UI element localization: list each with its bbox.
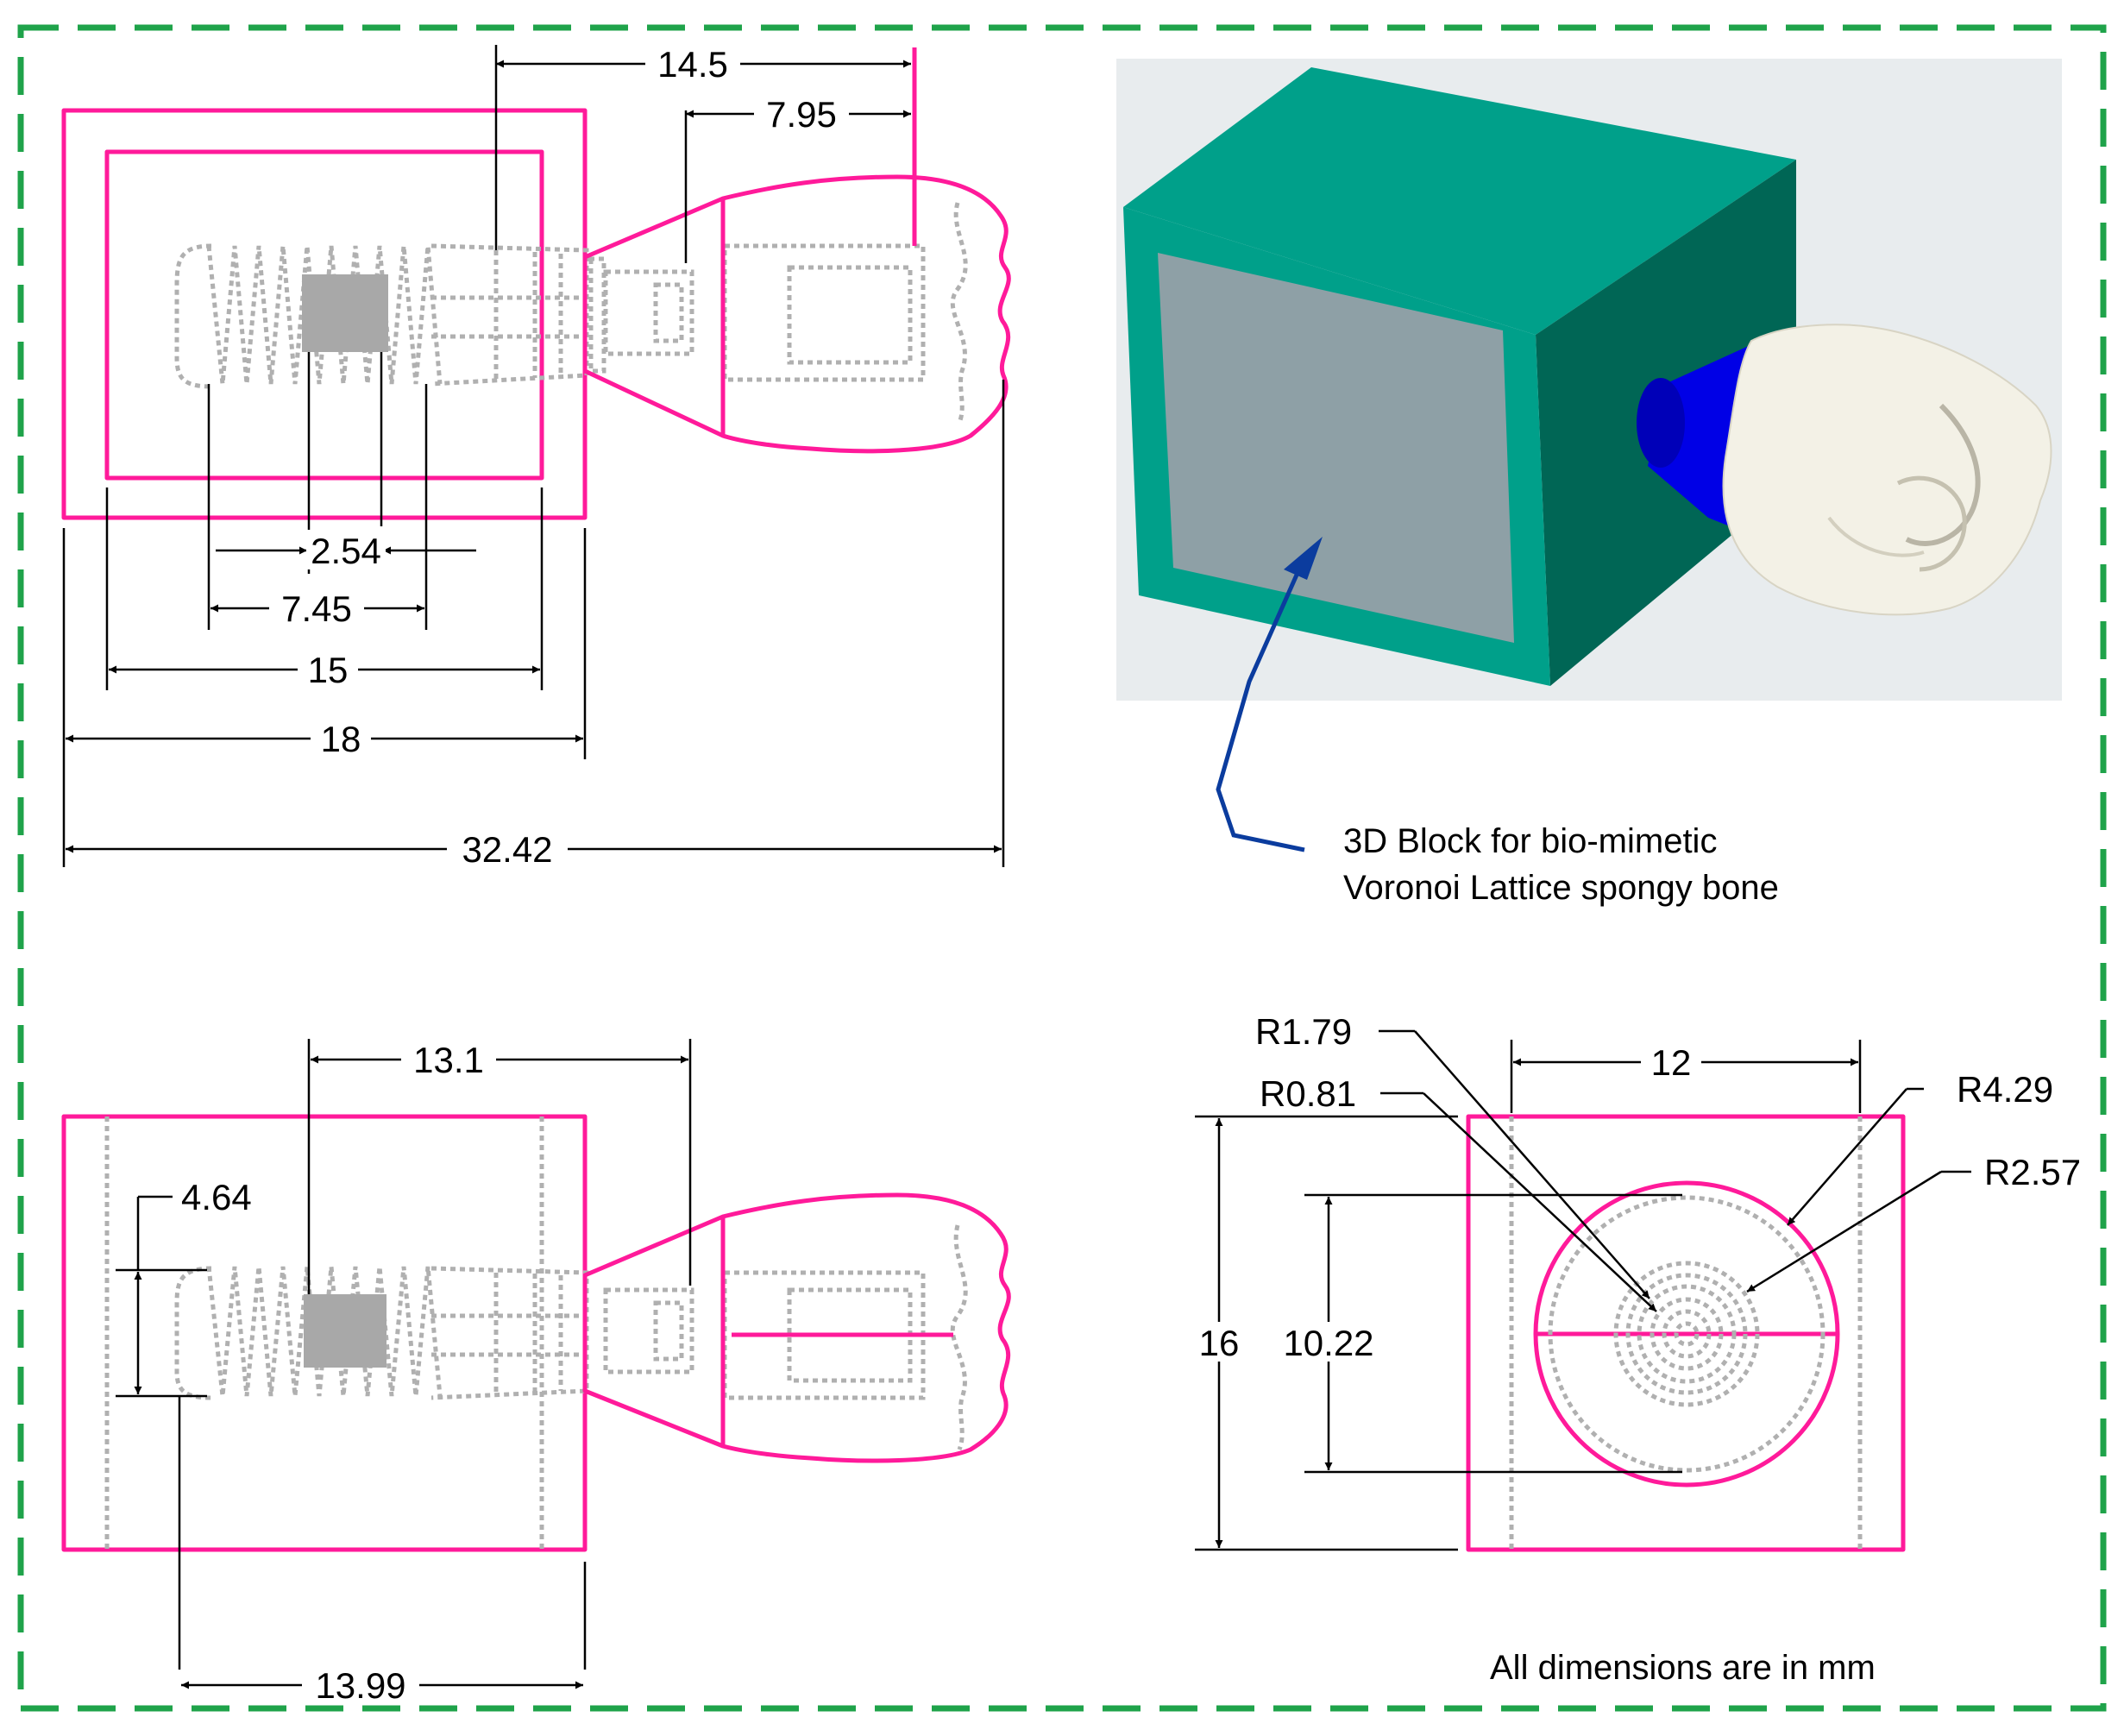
- block-cavity: [1158, 253, 1514, 643]
- dim-r4-29: R4.29: [1957, 1069, 2053, 1110]
- callout-text-line-2: Voronoi Lattice spongy bone: [1343, 869, 1779, 907]
- dim-r1-79: R1.79: [1255, 1011, 1352, 1052]
- sheet-border: [17, 24, 2107, 1712]
- crown-3d: [1722, 324, 2052, 616]
- footer-note: All dimensions are in mm: [1490, 1649, 1876, 1687]
- implant-hidden: [174, 202, 968, 424]
- dim-r0-81: R0.81: [1260, 1073, 1356, 1114]
- dim-2-54: 2.54: [311, 531, 381, 571]
- crown-outline: [582, 174, 1011, 454]
- dim-13-99: 13.99: [315, 1665, 405, 1706]
- dim-14-5: 14.5: [657, 44, 728, 85]
- front-dimensions: 13.1 4.64 13.99: [116, 1039, 692, 1706]
- top-dimensions: 14.5 7.95 2.54 7.45 15 18: [62, 43, 1005, 870]
- top-view: 14.5 7.95 2.54 7.45 15 18: [61, 43, 1011, 870]
- inner-block: [104, 149, 544, 481]
- callout-arrow-line: [1216, 563, 1305, 852]
- dim-7-95: 7.95: [766, 94, 837, 135]
- side-dimensions: 12 16 10.22 R1.79 R0.81 R4.29 R2.57: [1193, 1011, 2081, 1551]
- dim-13-1: 13.1: [413, 1040, 484, 1080]
- front-view: 13.1 4.64 13.99: [61, 1039, 1011, 1706]
- dim-10-22: 10.22: [1283, 1323, 1373, 1363]
- callout-text-line-1: 3D Block for bio-mimetic: [1343, 822, 1717, 860]
- front-crown-outline: [582, 1192, 1011, 1463]
- render-3d: 3D Block for bio-mimetic Voronoi Lattice…: [1116, 59, 2062, 907]
- dim-7-45: 7.45: [281, 588, 352, 629]
- dim-r2-57: R2.57: [1984, 1152, 2081, 1192]
- dim-18: 18: [321, 719, 361, 759]
- dim-32-42: 32.42: [462, 829, 552, 870]
- front-implant-hidden: [174, 1224, 968, 1450]
- dim-12: 12: [1651, 1042, 1692, 1083]
- callout-arrow-head: [1284, 537, 1323, 580]
- dim-4-64: 4.64: [181, 1177, 252, 1217]
- dim-16: 16: [1199, 1323, 1240, 1363]
- side-block: [1466, 1114, 1906, 1552]
- side-view: 12 16 10.22 R1.79 R0.81 R4.29 R2.57: [1193, 1011, 2081, 1552]
- block-top-face: [1123, 67, 1796, 335]
- dim-15: 15: [308, 650, 349, 690]
